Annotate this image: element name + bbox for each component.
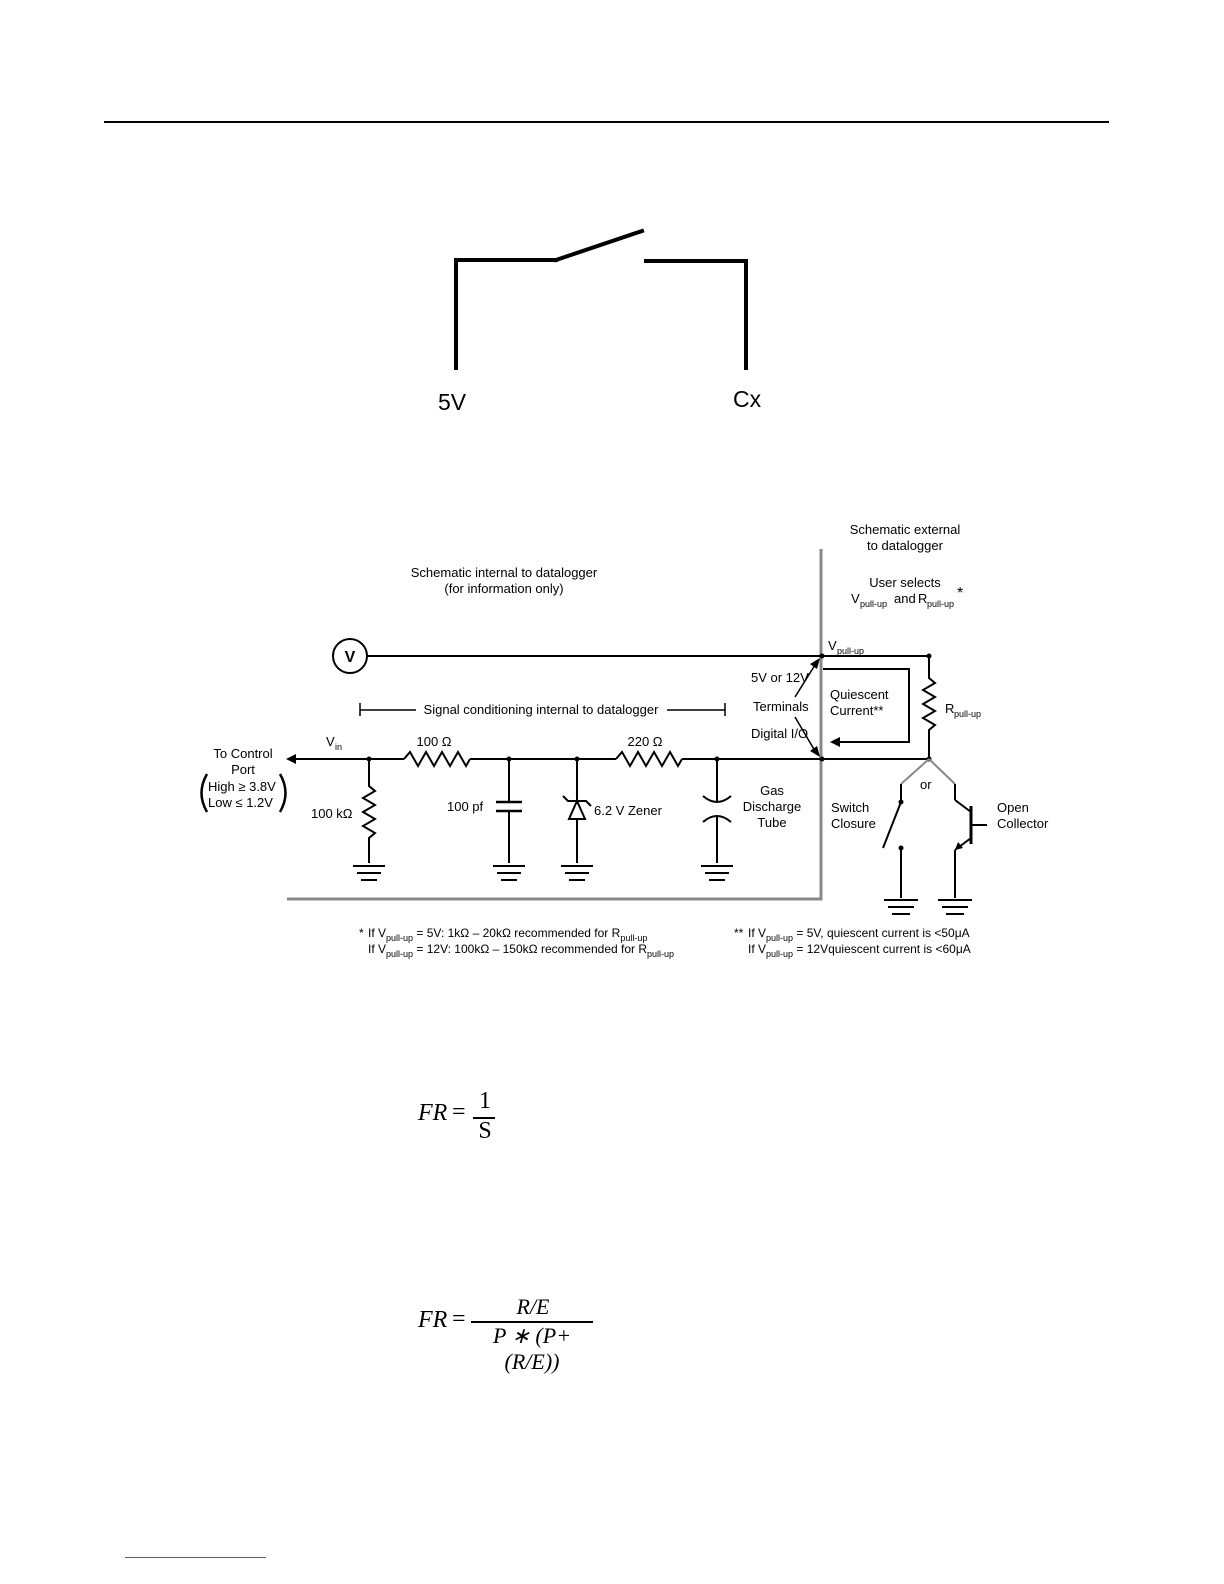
callout-line-bottom [794, 716, 816, 752]
datalogger-boundary [287, 549, 823, 901]
gas-3: Tube [757, 815, 786, 830]
rpullup-sub-label: pull-up [954, 709, 981, 719]
quiescent-2: Current** [830, 703, 883, 718]
r100-resistor [403, 749, 471, 769]
eq2-fraction-bar [471, 1321, 593, 1323]
label-cx: Cx [733, 386, 762, 412]
switch-1: Switch [831, 800, 869, 815]
asterisk: * [957, 585, 963, 602]
note1-line2: If Vpull-up = 12V: 100kΩ – 150kΩ recomme… [368, 942, 674, 959]
note2-line1: If Vpull-up = 5V, quiescent current is <… [748, 926, 970, 943]
high-threshold: High ≥ 3.8V [208, 779, 276, 794]
internal-title-1: Schematic internal to datalogger [411, 565, 598, 580]
quiescent-1: Quiescent [830, 687, 889, 702]
to-control-port-arrow-icon [286, 754, 296, 764]
eq1-denominator: S [478, 1118, 492, 1144]
note1-line1: If Vpull-up = 5V: 1kΩ – 20kΩ recommended… [368, 926, 647, 943]
internal-title-2: (for information only) [444, 581, 563, 596]
eq2-equals: = [452, 1306, 466, 1332]
branch-left [900, 758, 930, 785]
left-paren [200, 773, 209, 813]
open-1: Open [997, 800, 1029, 815]
note2-star: ** [734, 926, 744, 940]
header-rule [104, 121, 1109, 123]
gas-1: Gas [760, 783, 784, 798]
ground-icon [701, 865, 733, 881]
quiescent-current-loop [823, 668, 910, 743]
digital-io: Digital I/O [751, 726, 808, 741]
ground-icon [493, 865, 525, 881]
switch-right-wire [644, 259, 748, 370]
terminals: Terminals [753, 699, 809, 714]
zener-label: 6.2 V Zener [594, 803, 663, 818]
rpullup-r: R [918, 591, 927, 606]
to-control-1: To Control [213, 746, 272, 761]
rpullup-r-label: R [945, 701, 954, 716]
ground-icon [938, 899, 972, 915]
footer-rule [125, 1557, 266, 1558]
external-title-2: to datalogger [867, 538, 944, 553]
switch-closure-lever [882, 801, 902, 849]
equation-1: FR = 1 S [418, 1088, 508, 1146]
switch-left-wire [454, 258, 558, 370]
label-5v: 5V [438, 389, 467, 415]
vin-v: V [326, 734, 335, 749]
r100k-label: 100 kΩ [311, 806, 353, 821]
note2-line2: If Vpull-up = 12Vquiescent current is <6… [748, 942, 971, 959]
quiescent-arrow-icon [830, 737, 840, 747]
low-threshold: Low ≤ 1.2V [208, 795, 273, 810]
r220-resistor [615, 749, 683, 769]
to-control-2: Port [231, 762, 255, 777]
vin-sub: in [335, 742, 342, 752]
right-paren [278, 773, 287, 813]
gas-2: Discharge [743, 799, 802, 814]
transistor-collector [954, 799, 972, 813]
ground-icon [353, 865, 385, 881]
vpullup-node-dot [819, 653, 825, 659]
switch-lever [553, 228, 645, 263]
five-or-twelve: 5V or 12V [751, 670, 809, 685]
eq2-numerator: R/E [516, 1294, 550, 1319]
eq1-numerator: 1 [479, 1088, 491, 1114]
node-digital-io [819, 756, 825, 762]
external-title-1: Schematic external [850, 522, 961, 537]
vpullup-v: V [851, 591, 860, 606]
equation-2: FR = R/E P ∗ (P+(R/E)) [418, 1294, 608, 1374]
eq2-denominator: P ∗ (P+(R/E)) [492, 1323, 572, 1374]
ground-icon [561, 865, 593, 881]
note1-star: * [359, 926, 364, 940]
vpullup-sub: pull-up [860, 599, 887, 609]
voltmeter-symbol: V [345, 649, 356, 666]
eq1-lhs: FR [418, 1100, 448, 1126]
zener-triangle-icon [567, 798, 587, 820]
gdt-arc-top-icon [702, 795, 732, 803]
eq2-lhs: FR [418, 1307, 448, 1333]
callout-arrow-bottom-icon [810, 746, 820, 757]
switch-2: Closure [831, 816, 876, 831]
rpullup-resistor [921, 656, 937, 758]
and-text: and [894, 591, 916, 606]
callout-arrow-top-icon [810, 658, 820, 669]
c100pf-label: 100 pf [447, 799, 484, 814]
eq1-fraction-bar [473, 1117, 495, 1119]
r220-label: 220 Ω [627, 734, 662, 749]
r100k-resistor [361, 759, 377, 863]
vpullup-node-v: V [828, 638, 837, 653]
or-text: or [920, 777, 932, 792]
user-selects: User selects [869, 575, 941, 590]
transistor-emitter-arrow-icon [955, 842, 963, 850]
callout-line-top [794, 664, 816, 698]
open-2: Collector [997, 816, 1049, 831]
ground-icon [884, 899, 918, 915]
signal-conditioning: Signal conditioning internal to datalogg… [424, 702, 660, 717]
eq1-equals: = [452, 1099, 466, 1125]
r100-label: 100 Ω [416, 734, 451, 749]
rpullup-sub: pull-up [927, 599, 954, 609]
vpullup-node-sub: pull-up [837, 646, 864, 656]
branch-right [928, 758, 956, 785]
